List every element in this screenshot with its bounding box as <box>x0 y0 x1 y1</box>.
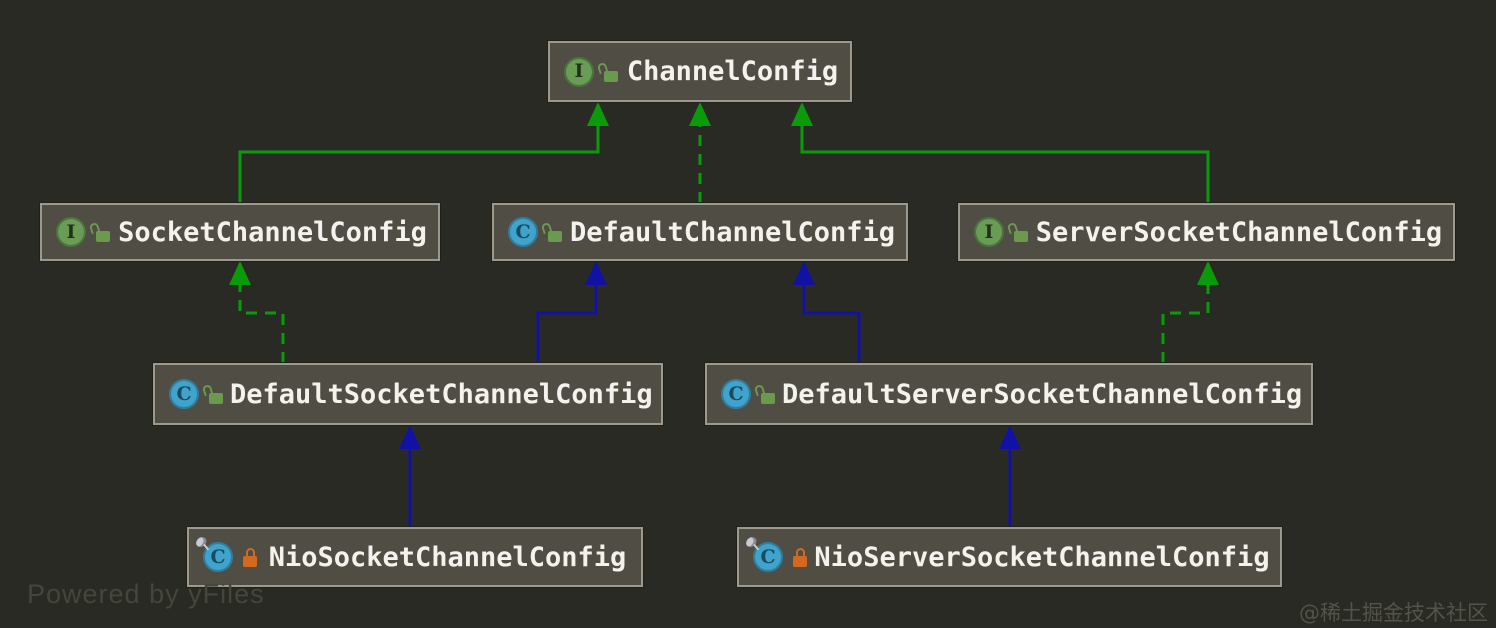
edge-DefaultServerSocketChannelConfig-to-DefaultChannelConfig <box>802 282 861 363</box>
edge-SocketChannelConfig-to-ChannelConfig <box>238 123 600 203</box>
package-private-lock-icon <box>242 548 258 568</box>
interface-icon: I <box>564 56 594 87</box>
node-label: DefaultSocketChannelConfig <box>230 378 653 410</box>
node-label: DefaultChannelConfig <box>569 216 896 248</box>
public-lock-icon <box>753 383 776 405</box>
class-letter: C <box>210 545 226 568</box>
node-label: NioServerSocketChannelConfig <box>814 541 1270 573</box>
node-server-socket-channel-config[interactable]: I ServerSocketChannelConfig <box>958 203 1455 261</box>
node-label: ServerSocketChannelConfig <box>1035 216 1443 248</box>
node-default-channel-config[interactable]: C DefaultChannelConfig <box>492 203 908 261</box>
interface-letter: I <box>66 220 76 243</box>
node-socket-channel-config[interactable]: I SocketChannelConfig <box>40 203 440 261</box>
class-icon: C <box>721 379 751 409</box>
edge-ServerSocketChannelConfig-to-ChannelConfig <box>800 123 1210 203</box>
arrowhead-extends <box>793 261 815 285</box>
arrowhead-extends <box>399 425 421 449</box>
arrowhead-implements <box>1197 261 1219 285</box>
class-icon: C <box>508 217 538 247</box>
class-icon: C <box>753 542 783 572</box>
public-lock-icon <box>596 61 619 83</box>
class-letter: C <box>760 545 776 568</box>
interface-icon: I <box>974 217 1004 247</box>
interface-icon: I <box>56 217 86 247</box>
arrowhead-implements <box>689 102 711 126</box>
class-letter: C <box>728 382 744 405</box>
node-label: SocketChannelConfig <box>118 216 427 248</box>
arrowhead-extends <box>585 261 607 285</box>
public-lock-icon <box>540 221 563 243</box>
juejin-watermark: @稀土掘金技术社区 <box>1299 601 1488 625</box>
class-letter: C <box>176 382 192 405</box>
edge-DefaultSocketChannelConfig-to-DefaultChannelConfig <box>536 282 598 363</box>
public-lock-icon <box>1006 221 1029 243</box>
node-label: DefaultServerSocketChannelConfig <box>782 378 1303 410</box>
interface-letter: I <box>984 220 994 243</box>
class-icon: C <box>203 542 233 572</box>
class-letter: C <box>515 220 531 243</box>
arrowhead-extends <box>999 425 1021 449</box>
edge-DefaultServerSocketChannelConfig-to-ServerSocketChannelConfig <box>1161 282 1210 363</box>
node-channel-config[interactable]: I ChannelConfig <box>548 41 852 102</box>
node-label: NioSocketChannelConfig <box>268 541 627 573</box>
yfiles-watermark: Powered by yFiles <box>27 579 265 609</box>
class-icon: C <box>169 379 199 409</box>
interface-letter: I <box>574 60 584 82</box>
arrowhead-extends <box>791 102 813 126</box>
arrowhead-implements <box>229 261 251 285</box>
node-nio-server-socket-channel-config[interactable]: C NioServerSocketChannelConfig <box>737 527 1282 587</box>
node-label: ChannelConfig <box>626 56 839 87</box>
node-default-socket-channel-config[interactable]: C DefaultSocketChannelConfig <box>153 363 663 425</box>
node-nio-socket-channel-config[interactable]: C NioSocketChannelConfig <box>187 527 643 587</box>
package-private-lock-icon <box>792 548 808 568</box>
edge-DefaultSocketChannelConfig-to-SocketChannelConfig <box>238 282 285 363</box>
node-default-server-socket-channel-config[interactable]: C DefaultServerSocketChannelConfig <box>705 363 1313 425</box>
public-lock-icon <box>88 221 111 243</box>
arrowhead-extends <box>587 102 609 126</box>
public-lock-icon <box>201 383 224 405</box>
